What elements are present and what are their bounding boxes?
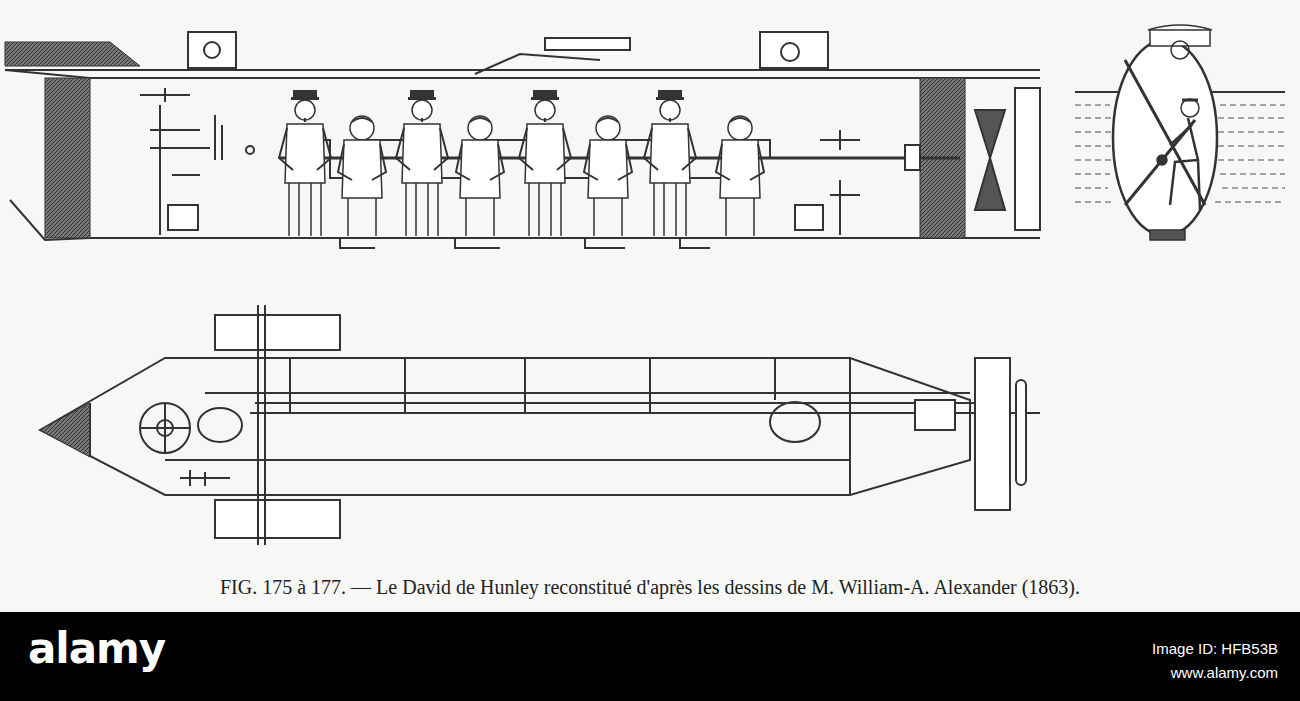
ballast-tank	[45, 78, 90, 238]
wheel-spokes	[140, 403, 190, 453]
bow-tank	[40, 403, 90, 457]
cap	[1182, 99, 1198, 102]
figure-caption: FIG. 175 à 177. — Le David de Hunley rec…	[0, 576, 1300, 599]
crewman	[396, 90, 448, 236]
watermark-logo: alamy	[28, 624, 165, 673]
conning-tower	[188, 32, 236, 68]
crewman-head	[1181, 99, 1199, 117]
rudder-plan	[975, 358, 1010, 510]
shaft-bearing	[905, 145, 920, 170]
crewman	[519, 90, 571, 236]
hatch-section	[1150, 30, 1210, 46]
rudder	[1015, 88, 1040, 230]
hatch-cover	[1148, 25, 1212, 30]
crewman	[456, 116, 504, 236]
crank-rails	[165, 393, 1040, 460]
hull-section	[1113, 40, 1217, 236]
gauge	[246, 146, 254, 154]
propeller	[975, 110, 1005, 210]
hatch	[198, 408, 242, 442]
keel-ballast	[340, 238, 710, 248]
hull-plan	[40, 358, 970, 495]
air-lever	[475, 54, 600, 74]
steering-wheel	[140, 403, 190, 453]
plan-view	[40, 305, 1040, 545]
frames	[290, 358, 850, 495]
snorkel-box	[545, 38, 630, 50]
crank-hub	[1157, 155, 1167, 165]
crewman	[279, 90, 331, 236]
side-view	[5, 32, 1040, 248]
propeller-plan	[1016, 380, 1026, 485]
hatch	[770, 402, 820, 442]
cross-section	[1075, 25, 1285, 240]
caption-measure: FIG. 175 à 177. — Le David de Hunley rec…	[220, 576, 1080, 598]
aft-gear	[820, 130, 860, 235]
diving-plane	[215, 315, 340, 350]
crewman	[338, 116, 386, 236]
bow-outline	[5, 70, 90, 240]
watermark-bar	[0, 612, 1300, 701]
conning-tower	[760, 32, 828, 68]
watermark-id: Image ID: HFB53B	[1152, 640, 1278, 657]
crewman	[716, 116, 764, 236]
crewman-body	[1170, 118, 1200, 210]
porthole	[204, 42, 220, 58]
pump	[168, 205, 198, 230]
crewman	[584, 116, 632, 236]
porthole	[1171, 41, 1189, 59]
diving-plane	[215, 500, 340, 538]
crewman	[644, 90, 696, 236]
bow-bulkhead	[89, 403, 91, 457]
crew	[279, 90, 764, 236]
hull-lines	[5, 70, 1040, 238]
depth-gauge	[215, 115, 222, 160]
keel-section	[1150, 230, 1185, 240]
pump	[795, 205, 823, 230]
plane-shaft	[258, 305, 265, 545]
shaft-bearing	[915, 400, 955, 430]
steering-gear	[140, 88, 210, 235]
crank	[1125, 60, 1205, 205]
watermark-url: www.alamy.com	[1171, 664, 1278, 681]
bow-cap	[5, 42, 140, 66]
pump-plan	[180, 470, 230, 486]
porthole	[781, 43, 799, 61]
